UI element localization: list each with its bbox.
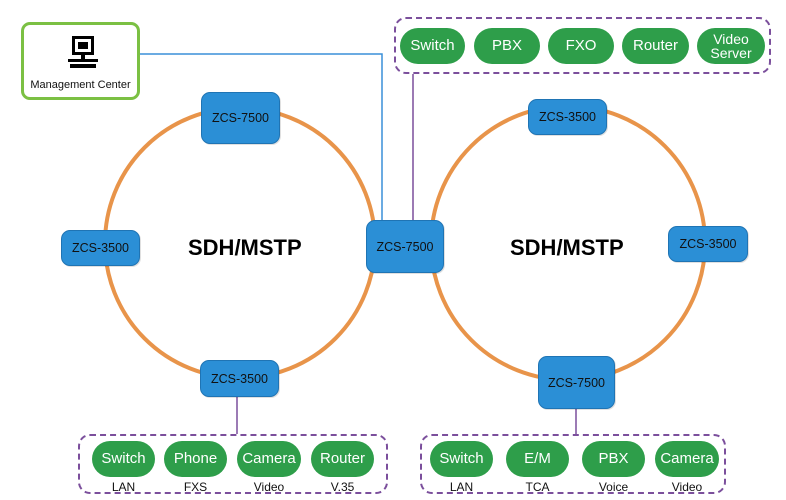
node-right-top[interactable]: ZCS-3500 [528,99,607,135]
device-pbx[interactable]: PBX [474,28,540,64]
device-phone[interactable]: Phone [164,441,227,477]
node-center[interactable]: ZCS-7500 [366,220,444,273]
device-sub-label: LAN [111,480,136,494]
management-center-label: Management Center [30,79,131,91]
node-left-bottom[interactable]: ZCS-3500 [200,360,279,397]
device-sub-label: Voice [598,480,629,494]
device-router[interactable]: Router [622,28,689,64]
device-switch[interactable]: Switch [92,441,155,477]
computer-icon [68,36,98,68]
device-camera[interactable]: Camera [655,441,719,477]
device-switch[interactable]: Switch [430,441,493,477]
device-sub-label: V.35 [330,480,355,494]
device-sub-label: LAN [449,480,474,494]
device-switch[interactable]: Switch [400,28,465,64]
device-video-server[interactable]: Video Server [697,28,765,64]
node-left-left[interactable]: ZCS-3500 [61,230,140,266]
device-sub-label: TCA [525,480,550,494]
device-sub-label: FXS [183,480,208,494]
node-left-top[interactable]: ZCS-7500 [201,92,280,144]
device-camera[interactable]: Camera [237,441,301,477]
device-em[interactable]: E/M [506,441,569,477]
device-router[interactable]: Router [311,441,374,477]
node-right-right[interactable]: ZCS-3500 [668,226,748,262]
management-link [140,53,383,222]
right-ring-title: SDH/MSTP [510,235,624,260]
left-ring-title: SDH/MSTP [188,235,302,260]
device-sub-label: Video [671,480,703,494]
device-pbx[interactable]: PBX [582,441,645,477]
node-right-bottom[interactable]: ZCS-7500 [538,356,615,409]
device-fxo[interactable]: FXO [548,28,614,64]
management-center-box[interactable]: Management Center [21,22,140,100]
device-sub-label: Video [253,480,285,494]
